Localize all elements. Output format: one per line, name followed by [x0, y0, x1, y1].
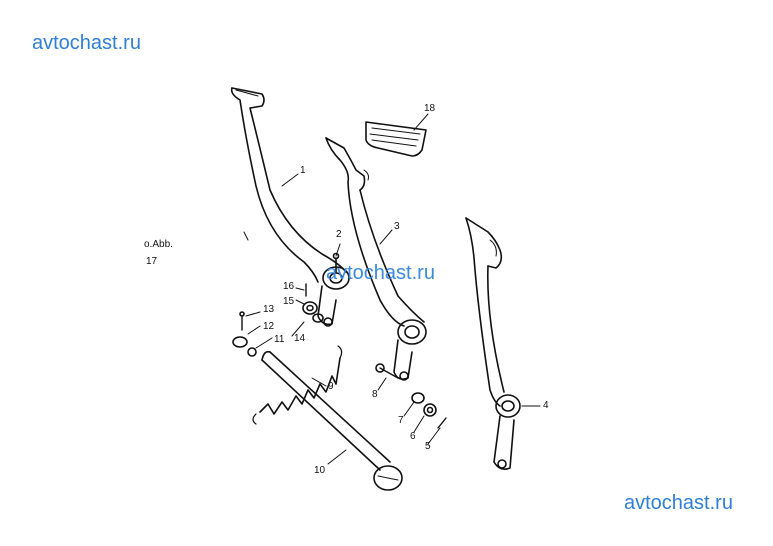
- part-label-16: 16: [283, 281, 295, 292]
- part-label-7: 7: [398, 415, 404, 426]
- watermark-top-left: avtochast.ru: [32, 32, 141, 54]
- part-label-12: 12: [263, 321, 275, 332]
- part-label-6: 6: [410, 431, 416, 442]
- hardware-14-15-16: [302, 283, 324, 323]
- hardware-5-6-7-8: [375, 363, 447, 429]
- part-label-2: 2: [336, 229, 342, 240]
- leader-lines: [245, 113, 541, 465]
- part-label-1: 1: [300, 165, 306, 176]
- part-label-14: 14: [294, 333, 306, 344]
- part-label-3: 3: [394, 221, 400, 232]
- part-label-13: 13: [263, 304, 275, 315]
- stud-2: [332, 252, 340, 273]
- pedal-lever-3: [325, 137, 427, 381]
- part-label-4: 4: [543, 400, 549, 411]
- part-label-5: 5: [425, 441, 431, 452]
- pedal-pad-18: [365, 121, 427, 157]
- pedal-lever-1: [230, 87, 350, 327]
- pedal-lever-4: [465, 217, 521, 470]
- reference-note-line2: 17: [146, 256, 158, 267]
- part-label-10: 10: [314, 465, 326, 476]
- part-label-9: 9: [328, 381, 334, 392]
- shaft-10: [261, 350, 403, 491]
- hardware-11-12-13: [232, 311, 257, 357]
- part-label-15: 15: [283, 296, 295, 307]
- part-label-11: 11: [274, 334, 285, 345]
- watermark-center: avtochast.ru: [326, 262, 435, 284]
- spring-9: [252, 345, 343, 425]
- part-label-18: 18: [424, 103, 436, 114]
- part-label-8: 8: [372, 389, 378, 400]
- reference-note-line1: o.Abb.: [144, 239, 173, 250]
- watermark-bottom-right: avtochast.ru: [624, 492, 733, 514]
